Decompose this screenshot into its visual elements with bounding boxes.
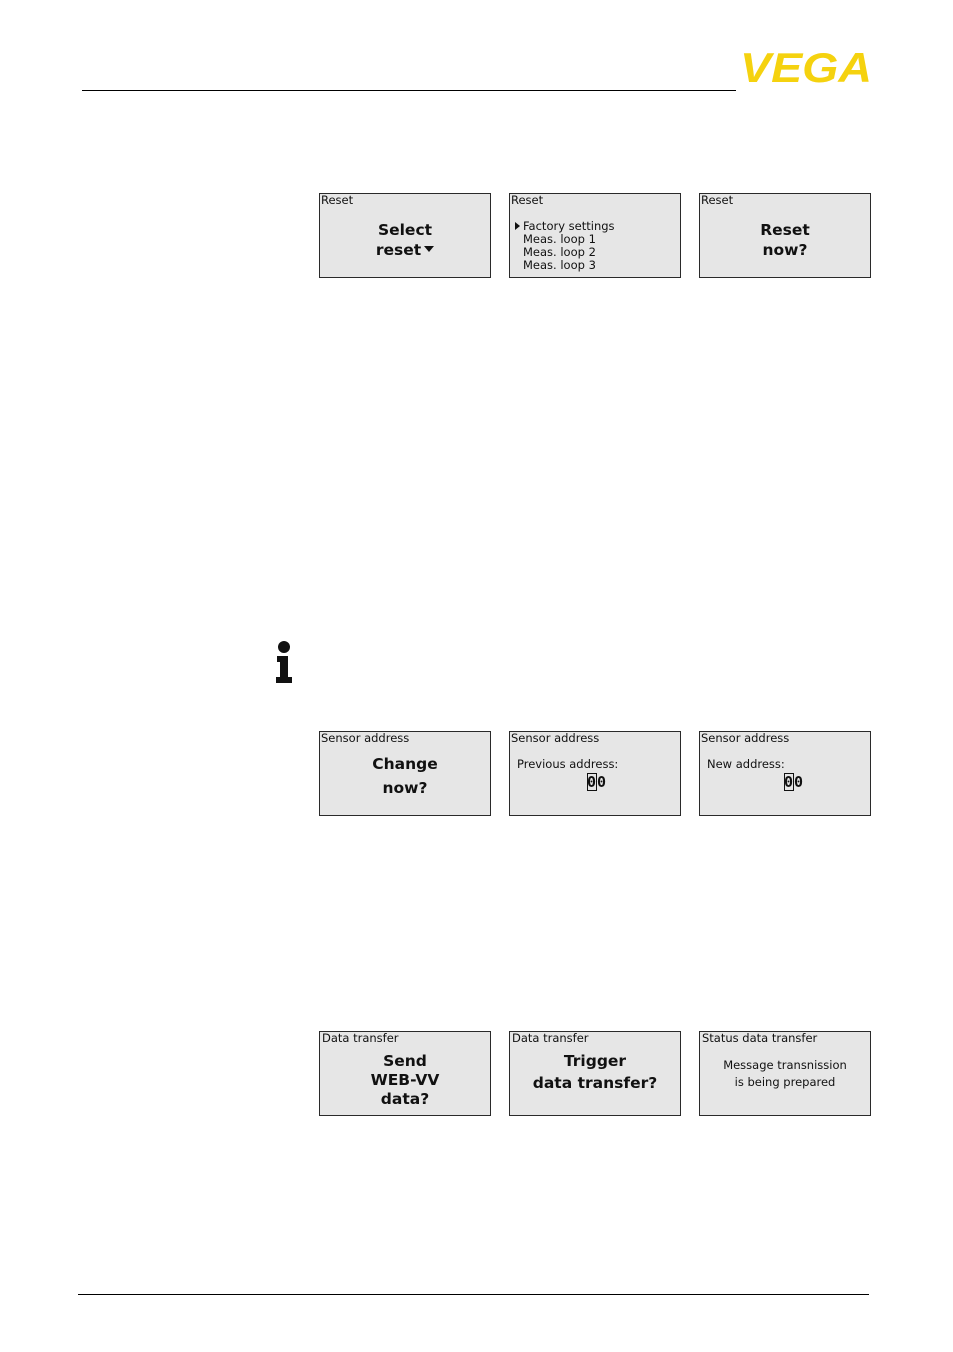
display-title: Data transfer bbox=[512, 1031, 589, 1045]
display-transfer-status: Status data transfer Message transnissio… bbox=[699, 1031, 871, 1116]
display-line: Change bbox=[372, 755, 438, 773]
menu-item-label: Factory settings bbox=[523, 219, 615, 233]
display-title: Reset bbox=[511, 193, 544, 207]
display-transfer-trigger: Data transfer Trigger data transfer? bbox=[509, 1031, 681, 1116]
menu-cursor-icon bbox=[515, 222, 520, 230]
display-title: Sensor address bbox=[701, 731, 790, 745]
address-label: Previous address: bbox=[517, 757, 619, 771]
menu-item-selected: Factory settings bbox=[515, 220, 615, 233]
display-title: Status data transfer bbox=[702, 1031, 818, 1045]
display-address-previous: Sensor address Previous address: 00 bbox=[509, 731, 681, 816]
footer-rule bbox=[78, 1294, 869, 1295]
address-digit: 0 bbox=[784, 773, 795, 791]
address-value: 00 bbox=[784, 773, 805, 791]
menu-item: Meas. loop 2 bbox=[523, 245, 596, 259]
display-line: Trigger bbox=[563, 1052, 627, 1070]
address-label: New address: bbox=[707, 757, 785, 771]
address-digit: 0 bbox=[794, 773, 805, 791]
address-value: 00 bbox=[587, 773, 608, 791]
address-digit: 0 bbox=[587, 773, 598, 791]
display-title: Reset bbox=[701, 193, 734, 207]
display-title: Reset bbox=[321, 193, 354, 207]
vega-logo: VEGA bbox=[740, 48, 872, 88]
display-line-with-arrow: reset bbox=[320, 240, 490, 260]
menu-item: Meas. loop 1 bbox=[523, 232, 596, 246]
display-reset-menu: Reset Factory settings Meas. loop 1 Meas… bbox=[509, 193, 681, 278]
display-line: data transfer? bbox=[532, 1074, 658, 1092]
display-address-change: Sensor address Change now? bbox=[319, 731, 491, 816]
display-title: Sensor address bbox=[511, 731, 600, 745]
status-line: Message transnission bbox=[723, 1058, 847, 1072]
status-line: is being prepared bbox=[734, 1075, 836, 1089]
display-reset-confirm: Reset Reset now? bbox=[699, 193, 871, 278]
info-icon bbox=[276, 641, 292, 683]
display-line: reset bbox=[375, 241, 422, 259]
down-arrow-icon bbox=[424, 246, 435, 252]
address-digit: 0 bbox=[597, 773, 608, 791]
display-address-new: Sensor address New address: 00 bbox=[699, 731, 871, 816]
display-title: Sensor address bbox=[321, 731, 410, 745]
svg-text:VEGA: VEGA bbox=[740, 48, 872, 88]
display-line: data? bbox=[380, 1090, 430, 1108]
display-line: Send bbox=[383, 1052, 427, 1070]
display-transfer-send: Data transfer Send WEB-VV data? bbox=[319, 1031, 491, 1116]
display-line: Select bbox=[377, 221, 433, 239]
header-rule bbox=[82, 90, 736, 91]
display-line: Reset bbox=[760, 221, 810, 239]
menu-item: Meas. loop 3 bbox=[523, 258, 596, 272]
display-line: now? bbox=[762, 241, 808, 259]
display-line: now? bbox=[382, 779, 428, 797]
display-line: WEB-VV bbox=[370, 1071, 440, 1089]
display-reset-select: Reset Select reset bbox=[319, 193, 491, 278]
display-title: Data transfer bbox=[322, 1031, 399, 1045]
